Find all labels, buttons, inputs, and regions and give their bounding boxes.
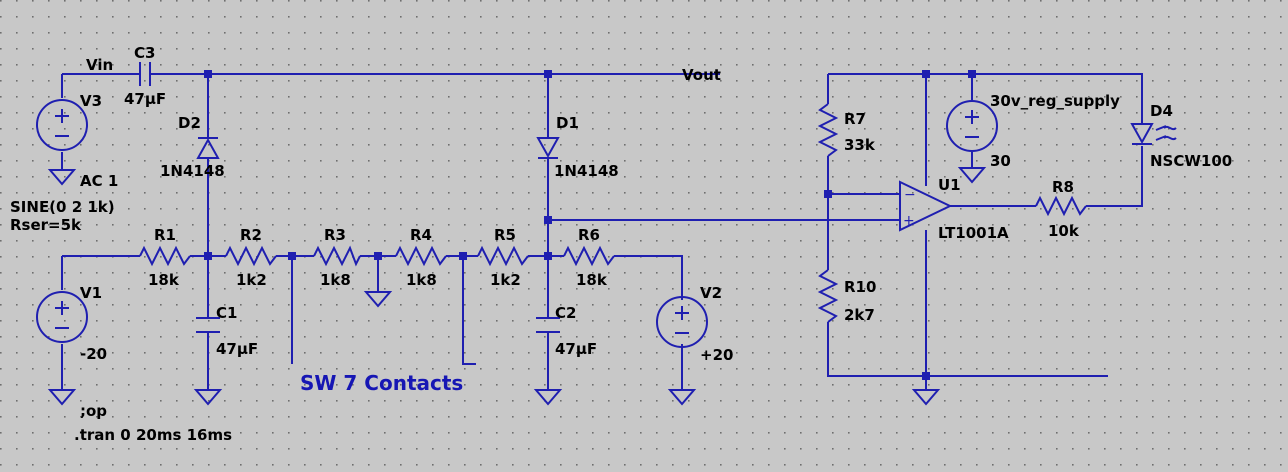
- opamp-u1[interactable]: − + U1 LT1001A: [899, 176, 1009, 242]
- r5-value: 1k2: [490, 271, 521, 289]
- r1-ref: R1: [154, 226, 176, 244]
- r2-ref: R2: [240, 226, 262, 244]
- resistor-r7[interactable]: R7 33k: [817, 103, 876, 157]
- capacitor-c2[interactable]: C2 47µF: [536, 304, 597, 358]
- r10-ref: R10: [844, 278, 876, 296]
- r4-value: 1k8: [406, 271, 437, 289]
- diode-d1[interactable]: D1 1N4148: [536, 114, 619, 180]
- u1-value: LT1001A: [938, 224, 1009, 242]
- v2-value: +20: [700, 346, 733, 364]
- ground-symbols: [47, 167, 987, 406]
- r8-ref: R8: [1052, 178, 1074, 196]
- r7-ref: R7: [844, 110, 866, 128]
- c1-ref: C1: [216, 304, 237, 322]
- r2-value: 1k2: [236, 271, 267, 289]
- voltage-source-v1[interactable]: V1 -20: [36, 284, 107, 363]
- r6-ref: R6: [578, 226, 600, 244]
- v3-sine-params: SINE(0 2 1k): [10, 198, 115, 216]
- u1-ref: U1: [938, 176, 961, 194]
- voltage-source-v2[interactable]: V2 +20: [656, 284, 733, 364]
- resistor-r2[interactable]: R2 1k2: [225, 226, 277, 289]
- r7-value: 33k: [844, 136, 876, 154]
- net-label-vin: Vin: [86, 56, 113, 74]
- r8-value: 10k: [1048, 222, 1080, 240]
- v3-series-resistance: Rser=5k: [10, 216, 82, 234]
- r4-ref: R4: [410, 226, 432, 244]
- diode-d2[interactable]: D2 1N4148: [160, 114, 225, 180]
- d4-value: NSCW100: [1150, 152, 1232, 170]
- d4-ref: D4: [1150, 102, 1173, 120]
- v2-ref: V2: [700, 284, 722, 302]
- directive-op[interactable]: ;op: [80, 402, 107, 420]
- r10-value: 2k7: [844, 306, 875, 324]
- resistor-r4[interactable]: R4 1k8: [395, 226, 447, 289]
- resistor-r5[interactable]: R5 1k2: [477, 226, 529, 289]
- resistor-r1[interactable]: R1 18k: [139, 226, 191, 289]
- resistor-r3[interactable]: R3 1k8: [313, 226, 361, 289]
- capacitor-c1[interactable]: C1 47µF: [196, 304, 258, 358]
- r6-value: 18k: [576, 271, 608, 289]
- d2-ref: D2: [178, 114, 201, 132]
- r5-ref: R5: [494, 226, 516, 244]
- resistor-r10[interactable]: R10 2k7: [817, 269, 876, 324]
- c1-value: 47µF: [216, 340, 258, 358]
- c3-value: 47µF: [124, 90, 166, 108]
- v1-value: -20: [80, 345, 107, 363]
- led-d4[interactable]: D4 NSCW100: [1130, 102, 1232, 170]
- v1-ref: V1: [80, 284, 102, 302]
- c3-ref: C3: [134, 44, 155, 62]
- v3-value: AC 1: [80, 172, 118, 190]
- r3-value: 1k8: [320, 271, 351, 289]
- c2-ref: C2: [555, 304, 576, 322]
- d2-value: 1N4148: [160, 162, 225, 180]
- d1-ref: D1: [556, 114, 579, 132]
- c2-value: 47µF: [555, 340, 597, 358]
- net-label-vout: Vout: [682, 66, 721, 84]
- resistor-r8[interactable]: R8 10k: [1035, 178, 1087, 240]
- opamp-inverting-sign: −: [904, 187, 916, 203]
- v3-ref: V3: [80, 92, 102, 110]
- d1-value: 1N4148: [554, 162, 619, 180]
- directive-tran[interactable]: .tran 0 20ms 16ms: [74, 426, 232, 444]
- capacitor-c3[interactable]: C3 47µF: [124, 44, 166, 108]
- supply-value: 30: [990, 152, 1011, 170]
- resistor-r6[interactable]: R6 18k: [563, 226, 615, 289]
- supply-net-label: 30v_reg_supply: [990, 92, 1120, 110]
- annotation-sw7-contacts[interactable]: SW 7 Contacts: [300, 371, 463, 395]
- r1-value: 18k: [148, 271, 180, 289]
- opamp-noninverting-sign: +: [903, 213, 915, 229]
- voltage-source-30v-supply[interactable]: 30v_reg_supply 30: [946, 92, 1120, 170]
- r3-ref: R3: [324, 226, 346, 244]
- junctions: [204, 70, 976, 380]
- voltage-source-v3[interactable]: V3 AC 1 SINE(0 2 1k) Rser=5k: [10, 92, 118, 234]
